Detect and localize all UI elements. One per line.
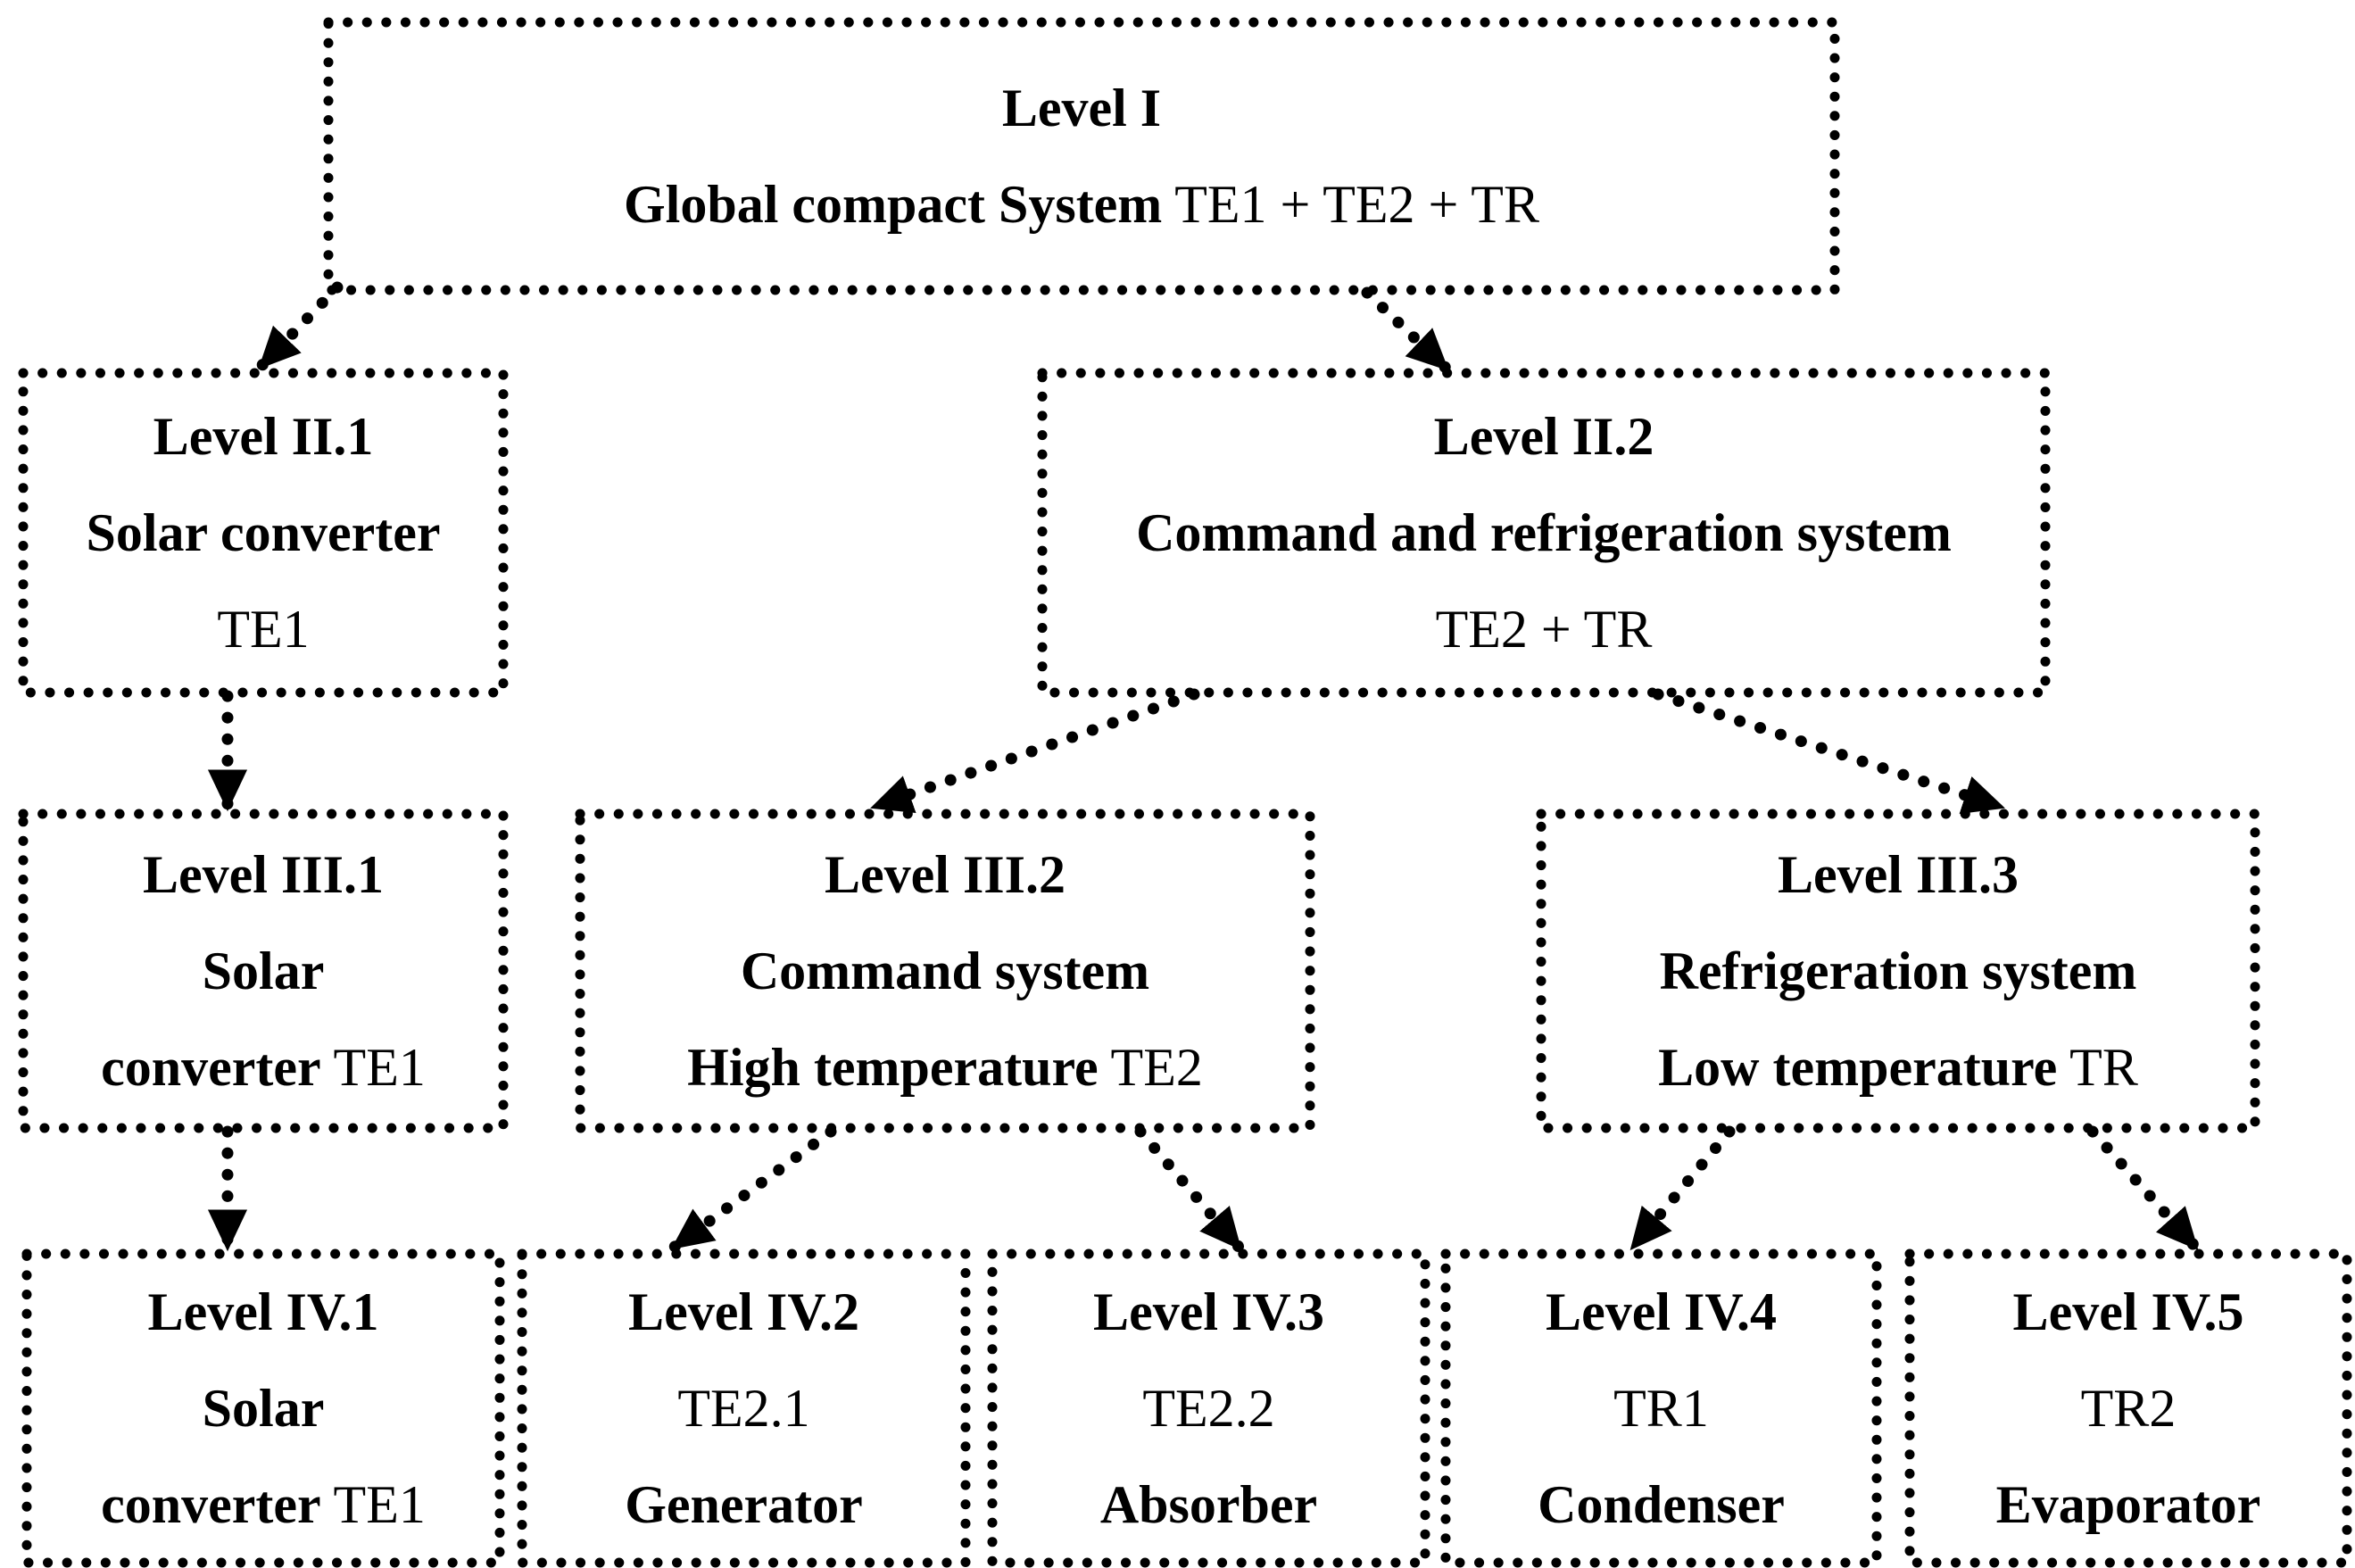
box-border-level-4-4 — [1440, 1249, 1882, 1568]
box-level-2-2: Level II.2 Command and refrigeration sys… — [1042, 373, 2045, 693]
text-bold-segment: Low temperature — [1658, 1038, 2058, 1097]
box-border-level-2-2 — [1037, 368, 2051, 698]
arrow-level2-2-to-level3-3 — [1652, 688, 2007, 815]
box-border-level-4-3 — [987, 1249, 1430, 1568]
box-level-3-1-line-3: converter TE1 — [101, 1019, 426, 1116]
text-regular-segment: TE1 + TE2 + TR — [1162, 175, 1539, 234]
text-bold-segment: Solar — [202, 1379, 325, 1438]
box-level-4-1: Level IV.1 Solar converter TE1 — [27, 1254, 500, 1563]
box-level-2-1-line-2: Solar converter — [86, 485, 440, 581]
box-level-4-3: Level IV.3 TE2.2 Absorber — [992, 1254, 1425, 1563]
text-bold-segment: Command and refrigeration system — [1136, 503, 1952, 562]
box-level-3-3-title: Level III.3 — [1778, 845, 2019, 904]
box-level-1-line-2: Global compact System TE1 + TE2 + TR — [624, 156, 1539, 253]
box-level-2-2-line-3: TE2 + TR — [1436, 581, 1653, 677]
box-level-4-5-title: Level IV.5 — [2012, 1282, 2244, 1341]
box-level-4-3-title: Level IV.3 — [1093, 1282, 1324, 1341]
box-level-3-1-title: Level III.1 — [143, 845, 384, 904]
box-level-3-3-line-3: Low temperature TR — [1658, 1019, 2138, 1116]
box-level-3-2-line-2: Command system — [741, 923, 1149, 1019]
box-level-3-1: Level III.1 Solar converter TE1 — [23, 814, 503, 1128]
box-level-1: Level I Global compact System TE1 + TE2 … — [328, 22, 1835, 290]
box-border-level-2-1 — [18, 368, 509, 698]
box-level-4-4: Level IV.4 TR1 Condenser — [1446, 1254, 1877, 1563]
arrow-level3-3-to-level4-4 — [1627, 1125, 1736, 1253]
text-bold-segment: Refrigeration system — [1659, 942, 2137, 1000]
box-level-2-1: Level II.1 Solar converter TE1 — [23, 373, 503, 693]
text-regular-segment: TE2.2 — [1142, 1379, 1275, 1438]
box-level-4-4-line-3: Condenser — [1538, 1456, 1785, 1553]
box-level-3-2: Level III.2 Command system High temperat… — [580, 814, 1310, 1128]
text-bold-segment: converter — [101, 1475, 321, 1534]
box-level-4-2-line-2: TE2.1 — [677, 1360, 809, 1456]
box-level-3-2-line-3: High temperature TE2 — [687, 1019, 1203, 1116]
box-level-4-5: Level IV.5 TR2 Evaporator — [1910, 1254, 2347, 1563]
box-level-3-2-title: Level III.2 — [825, 845, 1066, 904]
box-border-level-3-2 — [575, 809, 1315, 1133]
box-level-1-title: Level I — [1001, 79, 1162, 137]
arrow-level1-to-level2-2 — [1361, 286, 1452, 374]
text-bold-segment: converter — [101, 1038, 321, 1097]
box-level-3-3-line-2: Refrigeration system — [1660, 923, 2137, 1019]
arrow-level3-3-to-level4-5 — [2086, 1125, 2202, 1253]
text-regular-segment: TE2.1 — [677, 1379, 810, 1438]
box-level-2-1-title: Level II.1 — [153, 407, 374, 466]
arrow-level2-2-to-level3-2 — [868, 688, 1200, 814]
text-bold-segment: Solar — [202, 942, 325, 1000]
box-level-3-3: Level III.3 Refrigeration system Low tem… — [1541, 814, 2255, 1128]
box-level-2-2-line-2: Command and refrigeration system — [1136, 485, 1952, 581]
box-border-level-4-2 — [517, 1249, 971, 1568]
box-level-4-5-line-2: TR2 — [2081, 1360, 2177, 1456]
box-level-4-1-title: Level IV.1 — [147, 1282, 379, 1341]
text-regular-segment: TR — [2057, 1038, 2138, 1097]
box-level-4-1-line-3: converter TE1 — [101, 1456, 426, 1553]
text-bold-segment: Evaporator — [1995, 1475, 2261, 1534]
box-level-4-4-title: Level IV.4 — [1546, 1282, 1777, 1341]
arrow-level3-2-to-level4-3 — [1134, 1125, 1245, 1253]
text-regular-segment: TE1 — [217, 600, 310, 659]
box-border-level-4-5 — [1904, 1249, 2352, 1568]
box-level-4-1-line-2: Solar — [203, 1360, 325, 1456]
box-level-4-3-line-3: Absorber — [1100, 1456, 1317, 1553]
text-regular-segment: TE1 — [320, 1038, 426, 1097]
box-level-2-2-title: Level II.2 — [1433, 407, 1654, 466]
box-level-4-2: Level IV.2 TE2.1 Generator — [522, 1254, 966, 1563]
text-bold-segment: Absorber — [1099, 1475, 1318, 1534]
text-regular-segment: TR2 — [2080, 1379, 2177, 1438]
box-level-4-2-title: Level IV.2 — [628, 1282, 859, 1341]
text-bold-segment: Global compact System — [624, 175, 1163, 234]
arrow-level1-to-level2-1 — [255, 281, 344, 372]
text-bold-segment: Condenser — [1538, 1475, 1785, 1534]
text-bold-segment: High temperature — [687, 1038, 1099, 1097]
text-regular-segment: TE2 + TR — [1435, 600, 1653, 659]
box-level-2-1-line-3: TE1 — [217, 581, 309, 677]
text-regular-segment: TE2 — [1098, 1038, 1203, 1097]
arrow-level3-2-to-level4-2 — [668, 1125, 837, 1253]
text-regular-segment: TR1 — [1613, 1379, 1709, 1438]
box-border-level-3-3 — [1536, 809, 2260, 1133]
box-border-level-1 — [323, 17, 1840, 295]
box-level-4-3-line-2: TE2.2 — [1142, 1360, 1274, 1456]
text-regular-segment: TE1 — [320, 1475, 426, 1534]
text-bold-segment: Generator — [625, 1475, 863, 1534]
box-level-4-4-line-2: TR1 — [1613, 1360, 1709, 1456]
box-level-4-2-line-3: Generator — [625, 1456, 863, 1553]
box-border-level-3-1 — [18, 809, 509, 1133]
text-bold-segment: Command system — [740, 942, 1150, 1000]
box-border-level-4-1 — [21, 1249, 505, 1568]
box-level-4-5-line-3: Evaporator — [1996, 1456, 2261, 1553]
box-level-3-1-line-2: Solar — [203, 923, 325, 1019]
text-bold-segment: Solar converter — [86, 503, 441, 562]
